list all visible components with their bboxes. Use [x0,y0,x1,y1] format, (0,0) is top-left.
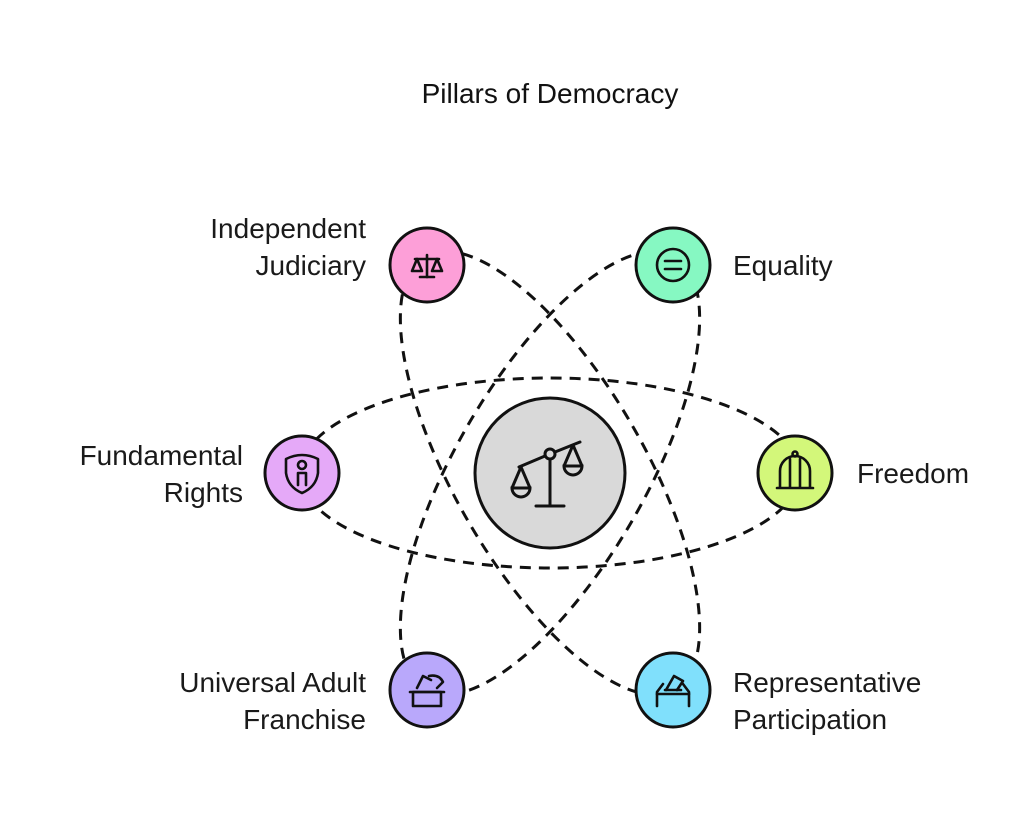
label-line: Representative [733,667,922,698]
shield-person-icon [284,453,320,495]
label-line: Equality [733,250,833,281]
diagram-title: Pillars of Democracy [421,78,679,109]
label-line: Universal Adult [179,667,366,698]
center-node [473,396,627,550]
balance-scale-icon [510,440,584,508]
pillar-node [756,434,834,512]
ballot-box-icon [655,674,691,708]
label-line: Franchise [243,704,366,735]
pillar-node [263,434,341,512]
label-line: Rights [163,477,243,508]
label-line: Fundamental [79,440,243,471]
pillar-circle [634,226,712,304]
label-freedom: Freedom [857,455,969,492]
pillar-circle [388,651,466,729]
equals-icon [655,247,691,283]
pillar-node [388,226,466,304]
label-line: Judiciary [255,250,366,281]
label-line: Freedom [857,458,970,489]
pillar-circle [756,434,834,512]
scales-icon [410,253,444,279]
label-equality: Equality [733,247,833,284]
pillar-node [634,226,712,304]
pillar-node [634,651,712,729]
open-cage-icon [775,450,815,490]
label-line: Participation [733,704,888,735]
pillar-node [388,651,466,729]
label-line: Independent [210,213,366,244]
vote-box-icon [408,674,446,708]
